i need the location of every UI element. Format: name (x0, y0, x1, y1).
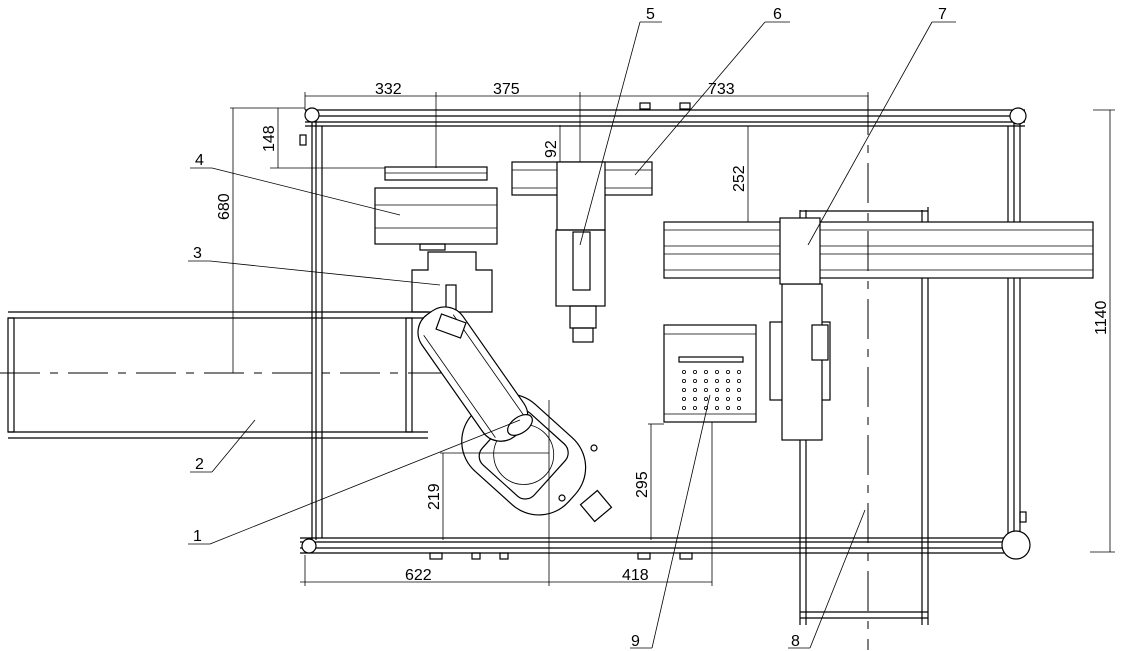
table-hole (704, 405, 709, 410)
fixture-station (374, 166, 498, 319)
callout-leaders (188, 21, 956, 649)
callout-2: 2 (195, 456, 204, 473)
table-hole (693, 369, 698, 374)
dimension-252: 252 (731, 165, 748, 192)
table-hole (682, 378, 687, 383)
table-hole (682, 387, 687, 392)
table-hole (715, 369, 720, 374)
table-hole (737, 387, 742, 392)
dimension-lines (230, 92, 1115, 586)
table-hole (715, 387, 720, 392)
table-hole (726, 369, 731, 374)
callout-6: 6 (773, 6, 782, 23)
callout-4: 4 (195, 152, 204, 169)
dimension-375: 375 (493, 81, 520, 98)
table-hole (715, 405, 720, 410)
table-hole (693, 405, 698, 410)
frame (299, 102, 1031, 560)
callout-9: 9 (631, 633, 640, 650)
callout-3: 3 (193, 245, 202, 262)
table-hole (737, 405, 742, 410)
dimension-1140: 1140 (1093, 300, 1110, 335)
callout-1: 1 (193, 528, 202, 545)
table-hole (693, 378, 698, 383)
table-hole (682, 396, 687, 401)
table-hole (726, 378, 731, 383)
table-hole (726, 405, 731, 410)
table-hole (693, 396, 698, 401)
dimension-680: 680 (216, 193, 233, 220)
dimension-295: 295 (634, 471, 651, 498)
table-hole (693, 387, 698, 392)
dimension-622: 622 (405, 567, 432, 584)
dimension-92: 92 (543, 140, 560, 158)
table-hole (704, 369, 709, 374)
dimension-733: 733 (708, 81, 735, 98)
dimension-219: 219 (426, 483, 443, 510)
table-hole (715, 396, 720, 401)
table-hole (737, 378, 742, 383)
table-hole (704, 396, 709, 401)
callout-8: 8 (791, 633, 800, 650)
conveyor (0, 311, 445, 439)
callout-7: 7 (938, 6, 947, 23)
table-hole (682, 405, 687, 410)
table-hole (737, 369, 742, 374)
linear-module (511, 161, 653, 343)
dimension-148: 148 (261, 125, 278, 152)
table-hole (737, 396, 742, 401)
table-hole (715, 378, 720, 383)
dimension-418: 418 (622, 567, 649, 584)
table-hole (726, 396, 731, 401)
table-hole (704, 387, 709, 392)
parts-table (663, 324, 757, 423)
robot-arm (417, 306, 613, 523)
dimension-332: 332 (375, 81, 402, 98)
table-hole (682, 369, 687, 374)
gantry (663, 95, 1094, 650)
table-hole (704, 378, 709, 383)
callout-5: 5 (646, 6, 655, 23)
table-hole (726, 387, 731, 392)
